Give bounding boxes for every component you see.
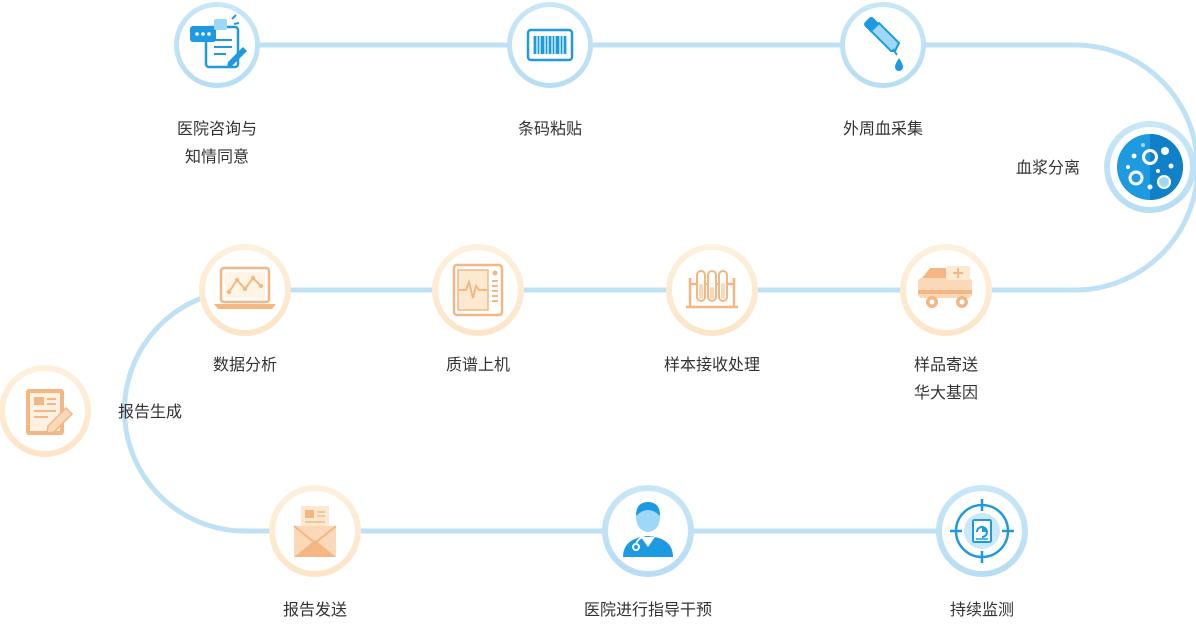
step-label-plasma: 血浆分离 (960, 154, 1080, 182)
step-node-plasma (1104, 121, 1196, 213)
step-node-analysis (199, 244, 291, 336)
step-node-blood (840, 2, 926, 88)
step-label-sending: 报告发送 (255, 596, 375, 624)
step-node-sending (269, 485, 361, 577)
cells-icon (1117, 134, 1183, 200)
step-node-guidance (602, 485, 694, 577)
step-label-processing: 样本接收处理 (652, 351, 772, 379)
laptop-chart-icon (214, 268, 276, 309)
step-label-barcode: 条码粘贴 (490, 115, 610, 143)
step-node-processing (666, 244, 758, 336)
step-label-guidance: 医院进行指导干预 (568, 596, 728, 624)
step-label-sequencing: 质谱上机 (418, 351, 538, 379)
step-label-blood: 外周血采集 (823, 115, 943, 143)
step-label-shipping: 样品寄送 华大基因 (886, 351, 1006, 407)
step-node-monitoring (936, 485, 1028, 577)
step-node-barcode (507, 2, 593, 88)
sequencer-icon (454, 265, 502, 315)
step-node-report (0, 365, 91, 457)
barcode-icon (528, 30, 572, 60)
step-node-consent (174, 2, 260, 88)
step-label-monitoring: 持续监测 (922, 596, 1042, 624)
step-node-shipping (900, 244, 992, 336)
step-label-report: 报告生成 (118, 398, 238, 426)
step-label-analysis: 数据分析 (185, 351, 305, 379)
step-node-sequencing (432, 244, 524, 336)
step-label-consent: 医院咨询与 知情同意 (157, 115, 277, 171)
